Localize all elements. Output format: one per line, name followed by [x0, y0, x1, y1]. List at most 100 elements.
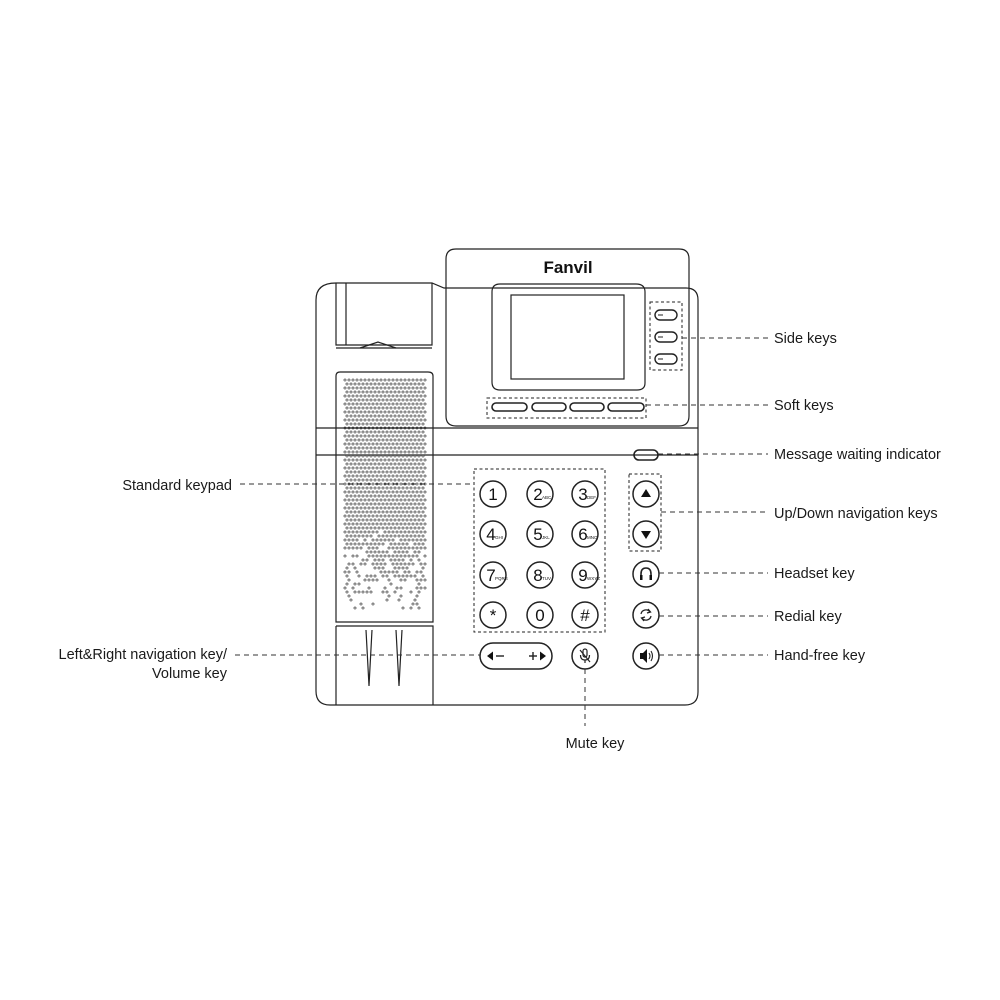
grille-hole	[345, 382, 349, 386]
grille-hole	[375, 442, 379, 446]
grille-hole	[411, 506, 415, 510]
grille-hole	[385, 390, 389, 394]
grille-hole	[381, 414, 385, 418]
grille-hole	[413, 446, 417, 450]
grille-hole	[423, 490, 427, 494]
grille-hole	[417, 582, 421, 586]
label-message-waiting: Message waiting indicator	[774, 447, 941, 463]
grille-hole	[371, 506, 375, 510]
grille-hole	[363, 386, 367, 390]
grille-hole	[351, 562, 355, 566]
grille-hole	[373, 422, 377, 426]
grille-hole	[343, 474, 347, 478]
grille-hole	[393, 494, 397, 498]
soft-key-1[interactable]	[491, 402, 528, 412]
grille-hole	[389, 438, 393, 442]
redial-key[interactable]	[632, 601, 660, 629]
grille-hole	[397, 470, 401, 474]
grille-hole	[391, 402, 395, 406]
grille-hole	[377, 462, 381, 466]
grille-hole	[397, 478, 401, 482]
grille-hole	[405, 414, 409, 418]
grille-hole	[389, 470, 393, 474]
grille-hole	[391, 554, 395, 558]
mute-key[interactable]	[571, 642, 599, 670]
grille-hole	[373, 438, 377, 442]
keypad-key[interactable]: 1	[479, 480, 507, 508]
grille-hole	[401, 470, 405, 474]
grille-hole	[351, 490, 355, 494]
grille-hole	[401, 398, 405, 402]
grille-hole	[397, 398, 401, 402]
grille-hole	[395, 378, 399, 382]
grille-hole	[411, 514, 415, 518]
grille-hole	[347, 474, 351, 478]
grille-hole	[381, 478, 385, 482]
grille-hole	[359, 458, 363, 462]
grille-hole	[377, 542, 381, 546]
soft-key-4[interactable]	[607, 402, 645, 412]
grille-hole	[367, 434, 371, 438]
handfree-key[interactable]	[632, 642, 660, 670]
grille-hole	[417, 558, 421, 562]
grille-hole	[401, 526, 405, 530]
keypad-key[interactable]: *	[479, 601, 507, 629]
grille-hole	[411, 450, 415, 454]
grille-hole	[395, 386, 399, 390]
grille-hole	[407, 474, 411, 478]
grille-hole	[389, 534, 393, 538]
grille-hole	[389, 542, 393, 546]
grille-hole	[387, 522, 391, 526]
grille-hole	[353, 518, 357, 522]
grille-hole	[365, 502, 369, 506]
label-handfree: Hand-free key	[774, 648, 866, 664]
grille-hole	[361, 446, 365, 450]
grille-hole	[387, 442, 391, 446]
headset-key[interactable]	[632, 560, 660, 588]
grille-hole	[397, 422, 401, 426]
grille-hole	[373, 486, 377, 490]
up-nav-key[interactable]	[632, 480, 660, 508]
grille-hole	[343, 506, 347, 510]
leftright-nav-key[interactable]	[479, 642, 553, 670]
grille-hole	[389, 406, 393, 410]
grille-hole	[377, 550, 381, 554]
side-key-2[interactable]	[654, 331, 678, 343]
grille-hole	[369, 494, 373, 498]
side-key-3[interactable]	[654, 353, 678, 365]
keypad-key[interactable]: #	[571, 601, 599, 629]
grille-hole	[399, 386, 403, 390]
label-side-keys: Side keys	[774, 331, 837, 347]
grille-hole	[345, 414, 349, 418]
soft-key-2[interactable]	[531, 402, 567, 412]
grille-hole	[401, 574, 405, 578]
grille-hole	[373, 494, 377, 498]
grille-hole	[413, 470, 417, 474]
grille-hole	[353, 478, 357, 482]
soft-key-3[interactable]	[569, 402, 605, 412]
grille-hole	[357, 502, 361, 506]
grille-hole	[411, 498, 415, 502]
grille-hole	[419, 538, 423, 542]
grille-hole	[399, 498, 403, 502]
grille-hole	[355, 498, 359, 502]
grille-hole	[415, 482, 419, 486]
grille-hole	[359, 402, 363, 406]
grille-hole	[393, 454, 397, 458]
grille-hole	[395, 442, 399, 446]
grille-hole	[379, 442, 383, 446]
side-key-1[interactable]	[654, 309, 678, 321]
handset	[335, 283, 434, 705]
grille-hole	[393, 518, 397, 522]
down-nav-key[interactable]	[632, 520, 660, 548]
keypad-key[interactable]: 0	[526, 601, 554, 629]
grille-hole	[405, 478, 409, 482]
